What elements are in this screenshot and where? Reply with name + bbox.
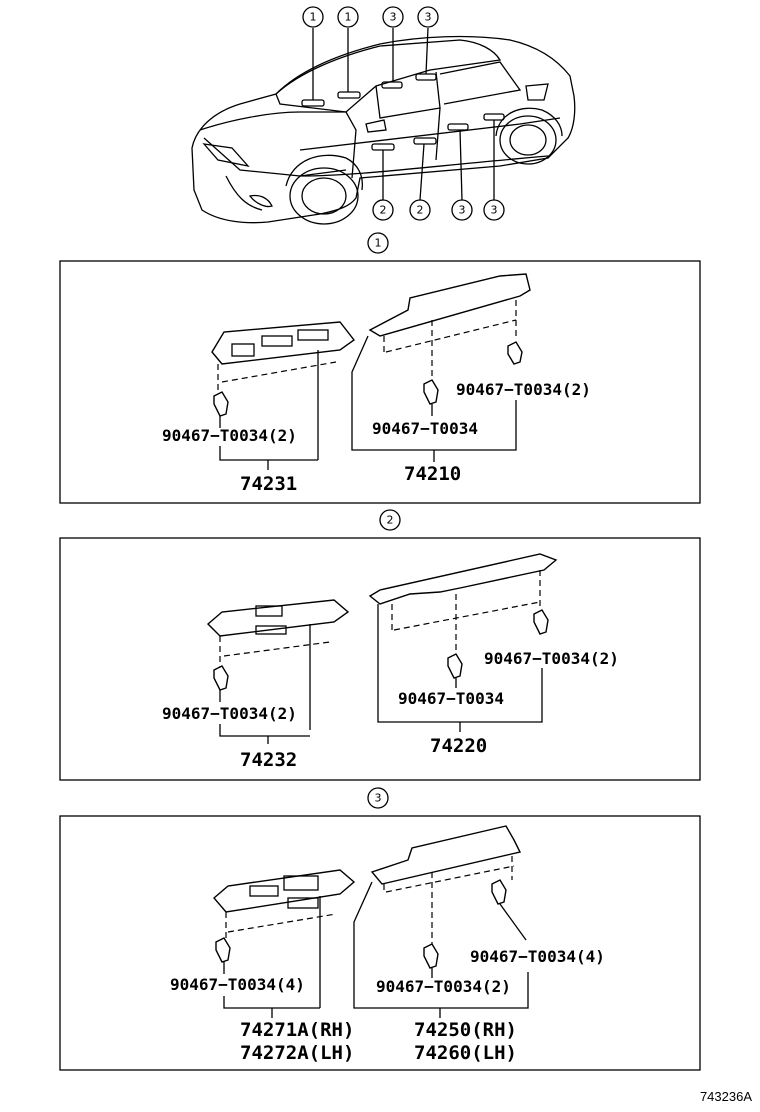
callout-top-3b: 3 xyxy=(417,6,439,28)
part-number-74260: 74260(LH) xyxy=(414,1042,517,1064)
clip-icon xyxy=(213,665,229,691)
part-number-74220: 74220 xyxy=(430,735,487,757)
switch-bezel-74231 xyxy=(211,321,356,460)
svg-text:1: 1 xyxy=(345,11,352,24)
clip-label-left: 90467−T0034(4) xyxy=(170,975,305,994)
callout-bottom-2b: 2 xyxy=(409,199,431,221)
armrest-garnish-74250 xyxy=(353,825,529,1009)
part-number-74210: 74210 xyxy=(404,463,461,485)
clip-label-left: 90467−T0034(2) xyxy=(162,426,297,445)
part-number-74250: 74250(RH) xyxy=(414,1019,517,1041)
svg-text:2: 2 xyxy=(387,514,394,527)
car-illustration xyxy=(191,27,576,225)
svg-text:2: 2 xyxy=(380,204,387,217)
callout-bottom-3a: 3 xyxy=(451,199,473,221)
switch-bezel-74271a xyxy=(213,869,356,1008)
clip-label-right: 90467−T0034(4) xyxy=(470,947,605,966)
svg-text:1: 1 xyxy=(310,11,317,24)
armrest-garnish-74210 xyxy=(351,273,531,451)
callout-top-1a: 1 xyxy=(302,6,324,28)
clip-icon xyxy=(213,391,229,417)
diagram-code: 743236A xyxy=(700,1089,752,1104)
svg-text:3: 3 xyxy=(425,11,432,24)
clip-icon xyxy=(447,653,463,679)
clip-label-mid: 90467−T0034(2) xyxy=(376,977,511,996)
section-3-frame xyxy=(59,815,701,1071)
callout-top-3a: 3 xyxy=(382,6,404,28)
section-2-frame xyxy=(59,537,701,781)
clip-label-right: 90467−T0034(2) xyxy=(484,649,619,668)
callout-bottom-2a: 2 xyxy=(372,199,394,221)
switch-bezel-74232 xyxy=(206,599,350,730)
svg-text:3: 3 xyxy=(375,792,382,805)
clip-icon xyxy=(533,609,549,635)
part-number-74231: 74231 xyxy=(240,473,297,495)
clip-icon xyxy=(423,379,439,405)
svg-text:2: 2 xyxy=(417,204,424,217)
section-3-marker: 3 xyxy=(367,787,389,809)
section-1-frame xyxy=(59,260,701,504)
svg-text:1: 1 xyxy=(375,237,382,250)
clip-label-mid: 90467−T0034 xyxy=(398,689,504,708)
section-2-marker: 2 xyxy=(379,509,401,531)
svg-text:3: 3 xyxy=(491,204,498,217)
part-number-74271a: 74271A(RH) xyxy=(240,1019,354,1041)
svg-text:3: 3 xyxy=(459,204,466,217)
clip-icon xyxy=(423,943,439,969)
section-1-marker: 1 xyxy=(367,232,389,254)
clip-label-mid: 90467−T0034 xyxy=(372,419,478,438)
clip-icon xyxy=(507,341,523,365)
svg-text:3: 3 xyxy=(390,11,397,24)
part-number-74232: 74232 xyxy=(240,749,297,771)
clip-label-left: 90467−T0034(2) xyxy=(162,704,297,723)
callout-bottom-3b: 3 xyxy=(483,199,505,221)
clip-label-right: 90467−T0034(2) xyxy=(456,380,591,399)
clip-icon xyxy=(215,937,231,963)
callout-top-1b: 1 xyxy=(337,6,359,28)
part-number-74272a: 74272A(LH) xyxy=(240,1042,354,1064)
clip-icon xyxy=(491,879,507,905)
